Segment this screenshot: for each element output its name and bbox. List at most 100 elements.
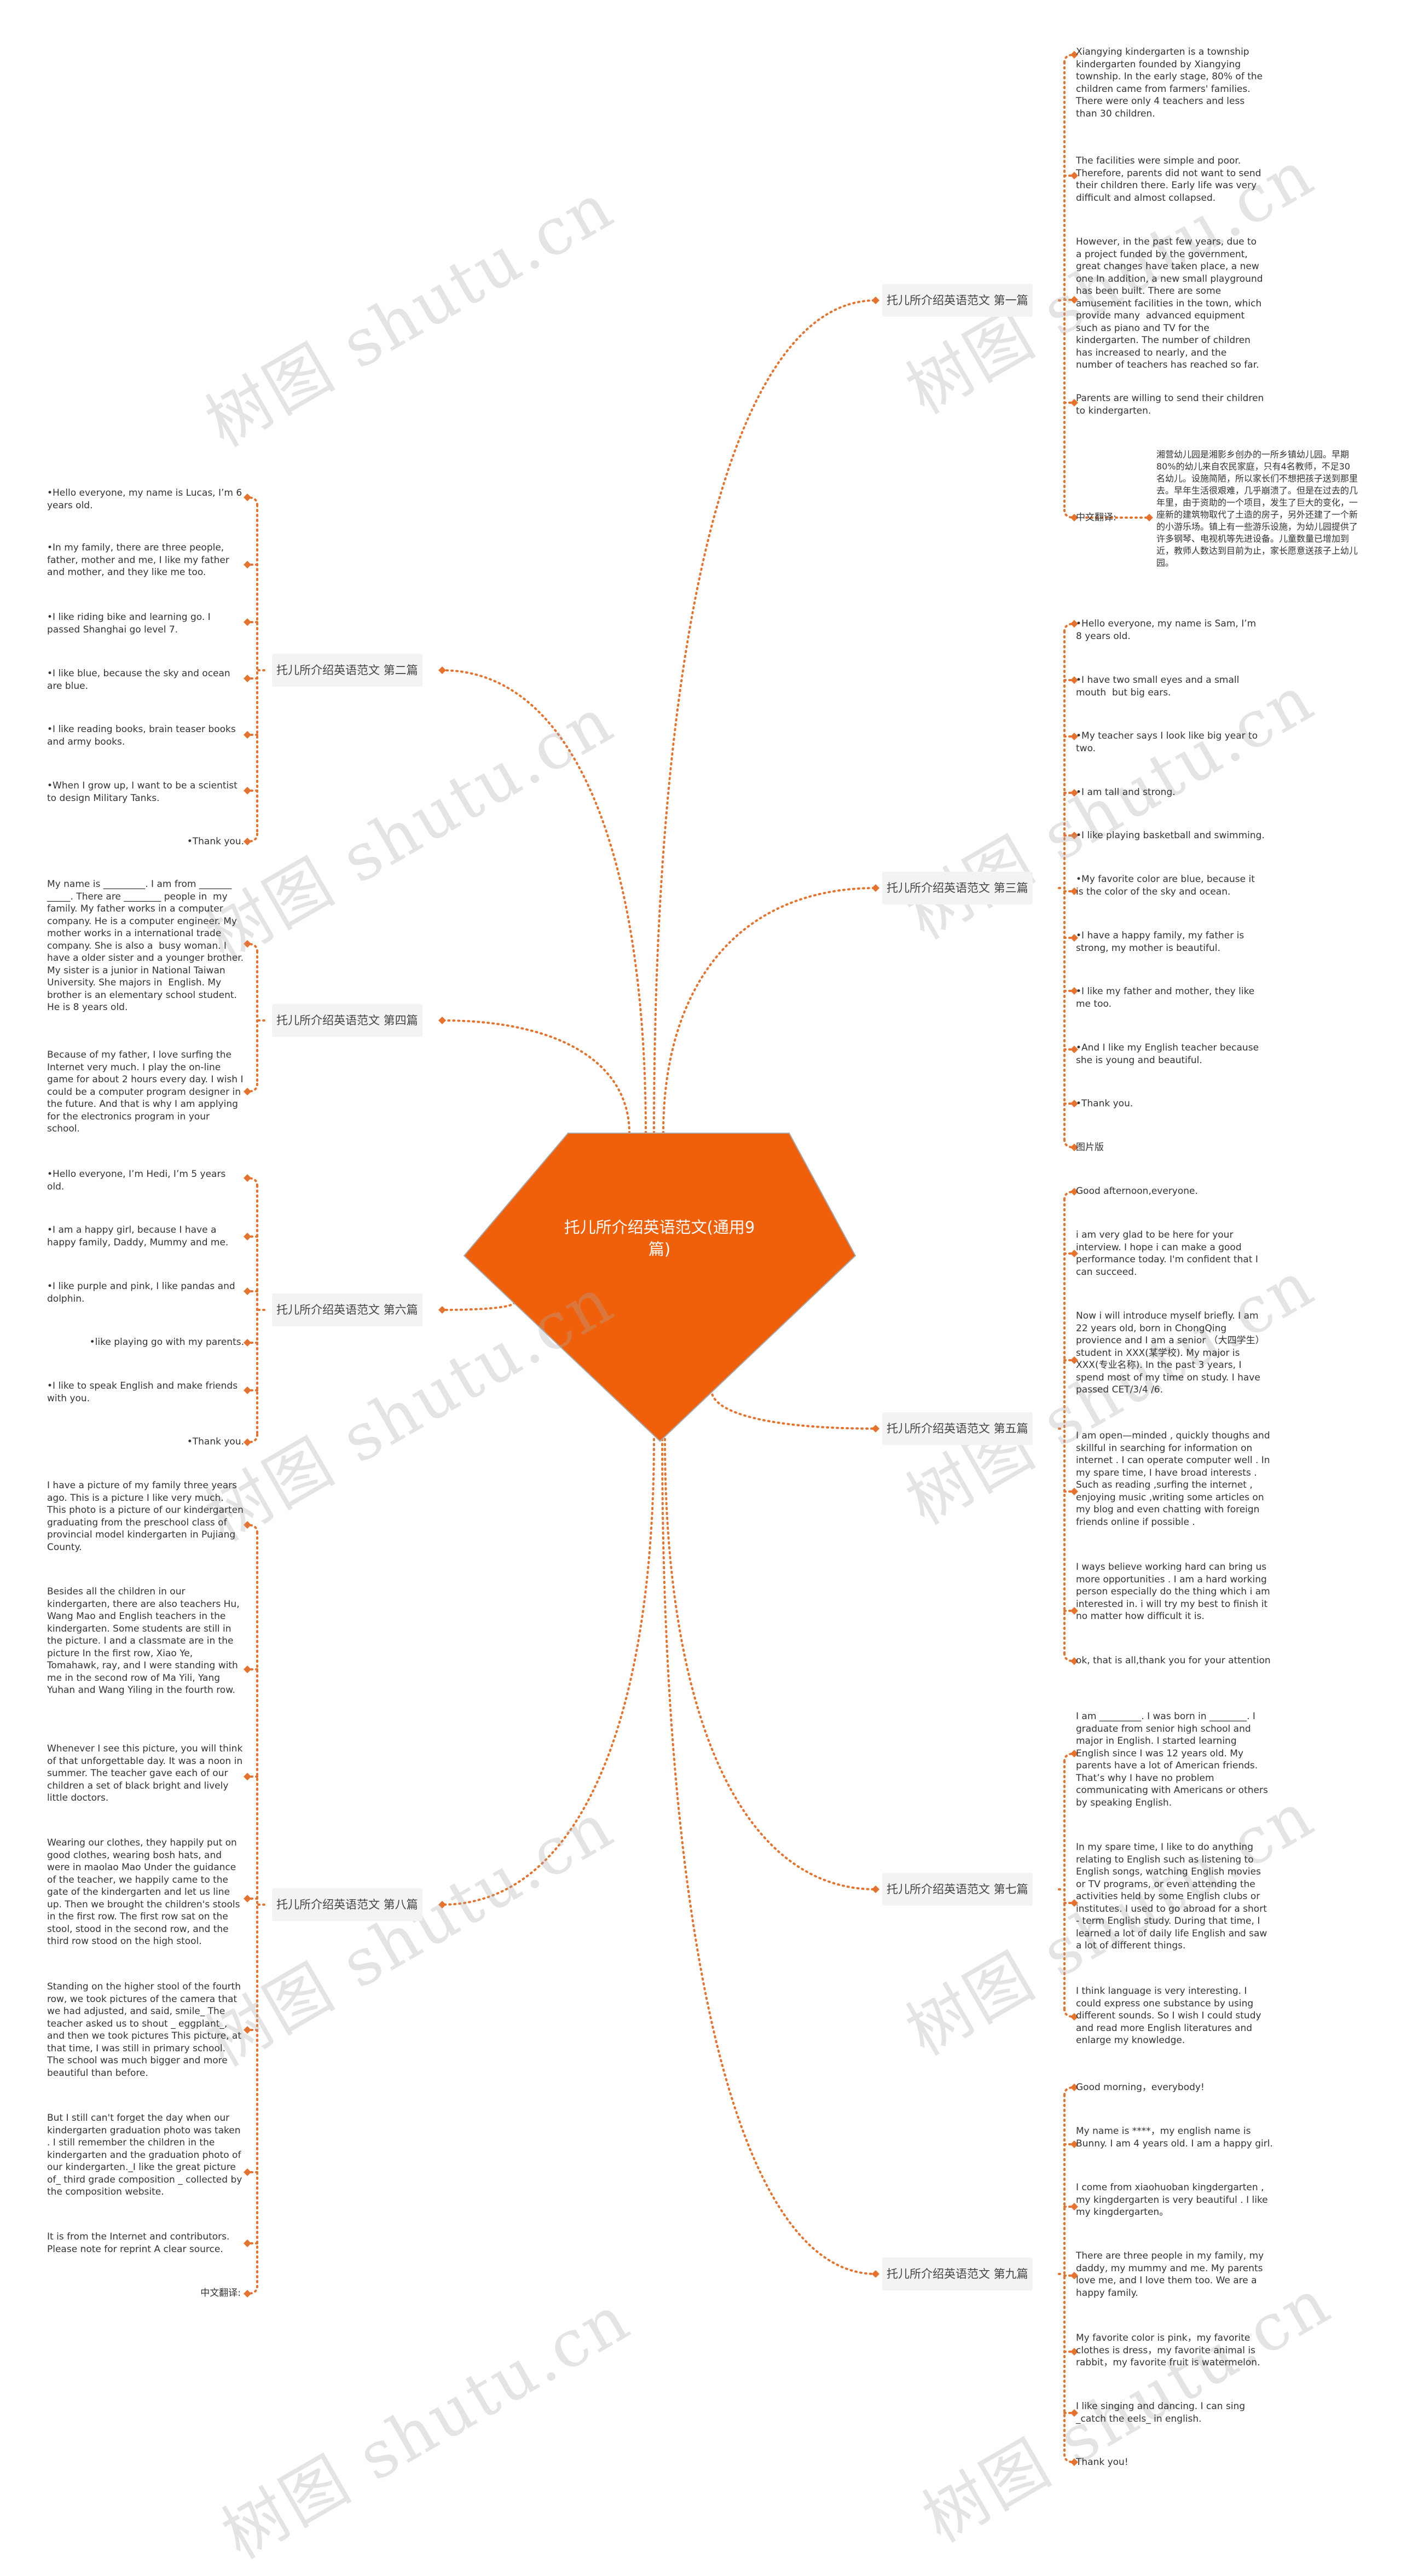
leaf-connector (246, 496, 258, 506)
connector-end-marker (1070, 2140, 1078, 2148)
connector-end-marker (1070, 2458, 1078, 2466)
leaf-connector (246, 1434, 258, 1443)
leaf-text: •Hello everyone, my name is Lucas, I’m 6… (47, 488, 245, 511)
connector-end-marker (1070, 1144, 1078, 1151)
connector-end-marker (244, 2168, 251, 2176)
leaf-connector (246, 1083, 258, 1093)
connector-end-marker (1070, 1100, 1078, 1107)
connector-end-marker (1070, 2203, 1078, 2211)
trunk-connector (441, 1019, 630, 1134)
connector-end-marker (1070, 2084, 1078, 2091)
leaf-connector (1063, 2008, 1075, 2018)
connector-end-marker (1070, 1250, 1078, 1257)
connector-end-marker (1070, 1488, 1078, 1495)
mind-map: 树图 shutu.cn 树图 shutu.cn 树图 shutu.cn 树图 s… (47, 47, 1358, 2573)
connector-end-marker (1070, 2409, 1078, 2417)
leaf-text: •My teacher says I look like big year to… (1076, 730, 1261, 754)
connector-end-marker (1070, 1046, 1078, 1053)
connector-end-marker (244, 1666, 251, 1673)
leaf-text: •I like to speak English and make friend… (47, 1380, 241, 1404)
leaf-text: •Hello everyone, I’m Hedi, I’m 5 years o… (47, 1169, 229, 1192)
leaf-connector (1063, 1191, 1075, 1200)
trunk-connector (710, 1389, 877, 1430)
leaf-connector (246, 943, 258, 953)
trunk-connector (441, 1301, 516, 1311)
branch-node[interactable]: 托儿所介绍英语范文 第四篇 (272, 1004, 422, 1037)
connector-end-marker (872, 297, 879, 304)
leaf-text: •Thank you. (187, 836, 244, 847)
leaf-text: However, in the past few years, due to a… (1076, 236, 1266, 370)
connector-end-marker (244, 1521, 251, 1529)
connector-end-marker (1070, 399, 1078, 407)
branch-node[interactable]: 托儿所介绍英语范文 第六篇 (272, 1293, 422, 1326)
center-node-shape[interactable] (463, 1133, 856, 1442)
leaf-text: I have a picture of my family three year… (47, 1480, 247, 1553)
leaf-connector (246, 2285, 258, 2295)
leaf-text: I come from xiaohuoban kingdergarten , m… (1076, 2182, 1271, 2218)
branch-node[interactable]: 托儿所介绍英语范文 第五篇 (882, 1412, 1033, 1445)
leaf-text: •I am tall and strong. (1076, 787, 1176, 798)
connector-end-marker (244, 1174, 251, 1182)
branch-node[interactable]: 托儿所介绍英语范文 第八篇 (272, 1888, 422, 1921)
connector-end-marker (1070, 51, 1078, 59)
center-node-title: 托儿所介绍英语范文(通用9篇) (564, 1218, 755, 1258)
leaf-text: •And I like my English teacher because s… (1076, 1042, 1262, 1066)
branch-node[interactable]: 托儿所介绍英语范文 第一篇 (882, 284, 1033, 317)
leaf-text: Whenever I see this picture, you will th… (47, 1743, 249, 1803)
connector-end-marker (244, 940, 251, 948)
leaf-text: I think language is very interesting. I … (1076, 1986, 1264, 2046)
leaf-text: Good afternoon,everyone. (1076, 1186, 1198, 1197)
leaf-text: •I like my father and mother, they like … (1076, 986, 1258, 1009)
connector-end-marker (1070, 987, 1078, 995)
leaf-text: •Thank you. (187, 1436, 244, 1447)
leaf-text: My name is ****，my english name is Bunny… (1076, 2126, 1273, 2149)
leaf-connector (246, 1177, 258, 1187)
leaf-text: I ways believe working hard can bring us… (1076, 1562, 1273, 1622)
leaf-connector (1063, 509, 1075, 519)
connector-end-marker (244, 1895, 251, 1902)
leaf-text: My name is _________. I am from _______ … (47, 879, 247, 1013)
connector-end-marker (1070, 1657, 1078, 1665)
connector-end-marker (1070, 832, 1078, 839)
connector-end-marker (872, 884, 879, 892)
branch-node[interactable]: 托儿所介绍英语范文 第九篇 (882, 2258, 1033, 2290)
leaf-connector (246, 833, 258, 843)
leaf-text: •I like riding bike and learning go. I p… (47, 612, 214, 635)
leaf-text: i am very glad to be here for your inter… (1076, 1229, 1261, 1278)
connector-end-marker (1070, 620, 1078, 628)
leaf-text: •Hello everyone, my name is Sam, I’m 8 y… (1076, 618, 1259, 642)
branch-node[interactable]: 托儿所介绍英语范文 第二篇 (272, 654, 422, 687)
leaf-text: •I like purple and pink, I like pandas a… (47, 1281, 239, 1304)
leaf-text: •I am a happy girl, because I have a hap… (47, 1225, 229, 1248)
leaf-text: Parents are willing to send their childr… (1076, 393, 1267, 416)
trunk-connector (441, 669, 647, 1134)
edge-group (244, 51, 1153, 2466)
branch-node[interactable]: 托儿所介绍英语范文 第三篇 (882, 872, 1033, 904)
leaf-text: Good morning，everybody! (1076, 2082, 1205, 2093)
connector-end-marker (1070, 2013, 1078, 2021)
connector-end-marker (1070, 789, 1078, 797)
connector-end-marker (244, 618, 251, 626)
leaf-text: Standing on the higher stool of the four… (47, 1981, 245, 2079)
leaf-label: 中文翻译: (1076, 512, 1116, 523)
branch-node[interactable]: 托儿所介绍英语范文 第七篇 (882, 1873, 1033, 1906)
connector-end-marker (1070, 934, 1078, 942)
connector-end-marker (244, 838, 251, 845)
leaf-text: In my spare time, I like to do anything … (1076, 1842, 1270, 1951)
leaf-connector (1063, 1753, 1075, 1762)
connector-layer (244, 51, 1153, 2466)
leaf-connector (1063, 2086, 1075, 2096)
connector-end-marker (244, 731, 251, 739)
leaf-text: •My favorite color are blue, because it … (1076, 874, 1258, 897)
leaf-text: Besides all the children in our kinderga… (47, 1586, 243, 1696)
leaf-text: Because of my father, I love surfing the… (47, 1049, 246, 1134)
leaf-text: It is from the Internet and contributors… (47, 2231, 233, 2255)
connector-end-marker (1070, 172, 1078, 179)
leaf-text: I am _________. I was born in ________. … (1076, 1711, 1274, 1808)
connector-end-marker (244, 1233, 251, 1240)
connector-end-marker (244, 1438, 251, 1446)
connector-end-marker (244, 675, 251, 682)
connector-end-marker (1070, 1188, 1078, 1196)
connector-end-marker (1070, 1607, 1078, 1615)
leaf-text: The facilities were simple and poor. The… (1076, 155, 1264, 204)
